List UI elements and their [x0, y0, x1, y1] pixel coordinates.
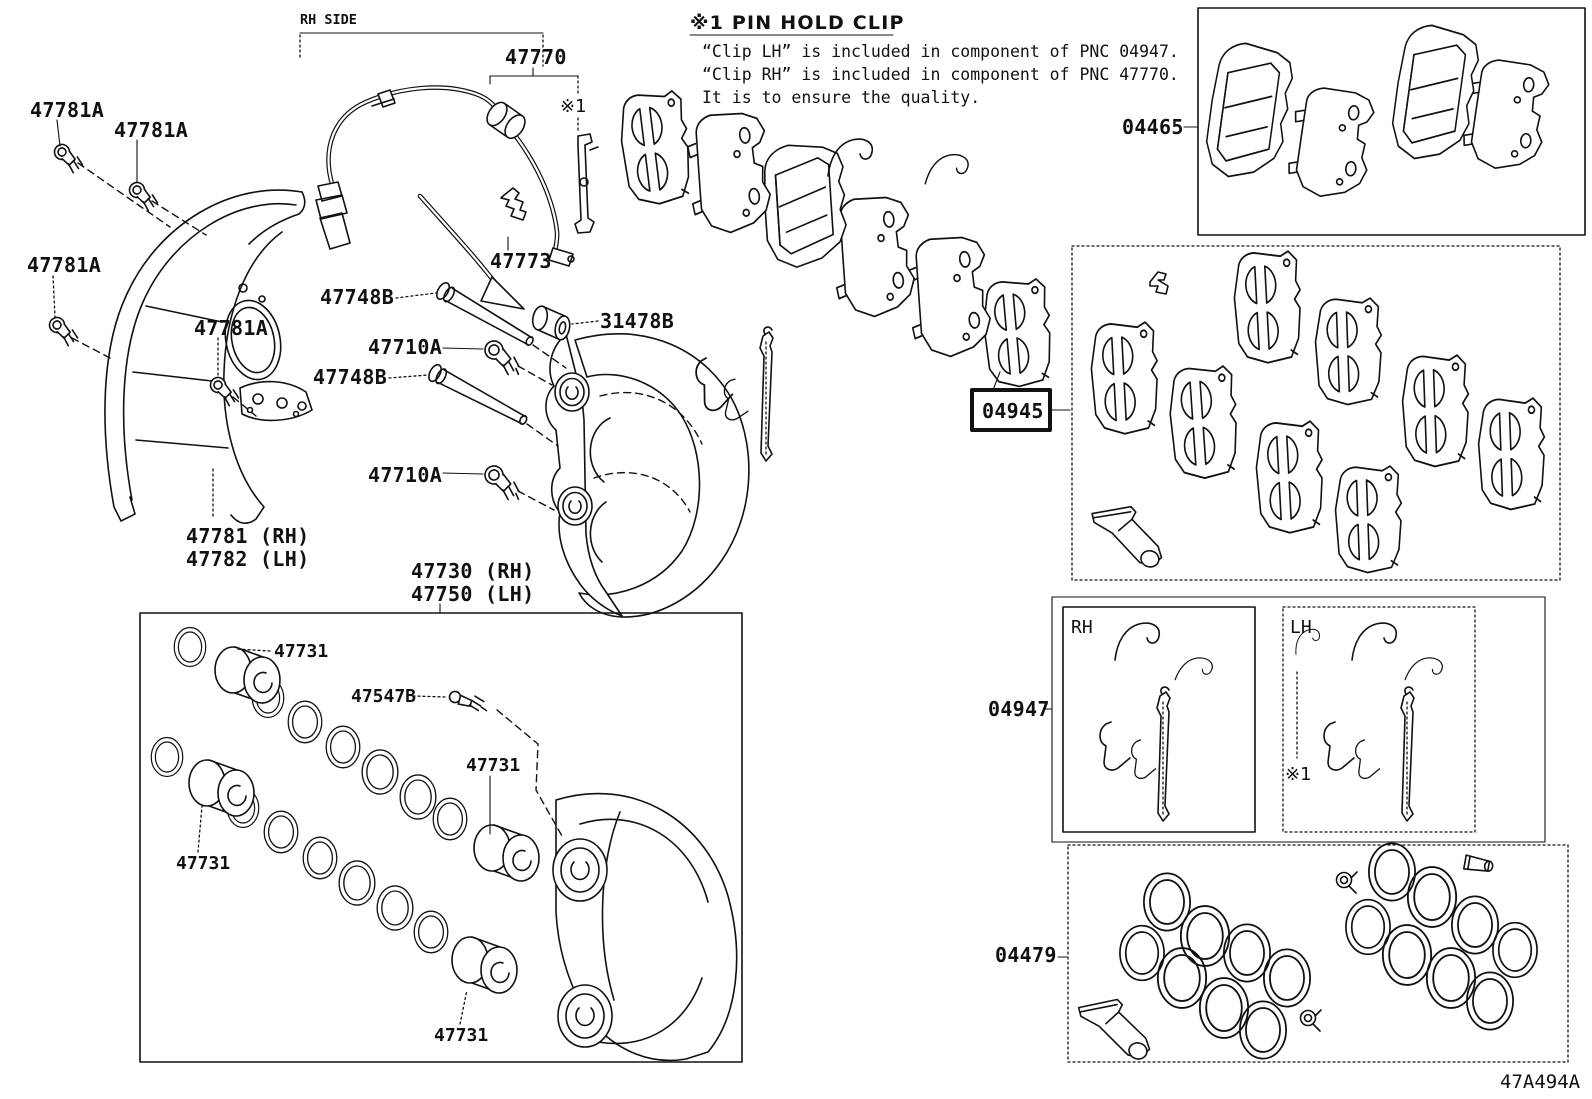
part-label-47547b[interactable]: 47547B [351, 686, 416, 707]
part-label-47748b-1[interactable]: 47748B [320, 285, 394, 309]
box-04947-rh [1062, 606, 1256, 833]
fitting-kit-lh-art [1291, 622, 1445, 822]
part-label-04945[interactable]: 04945 [982, 399, 1044, 423]
part-label-47750-lh[interactable]: 47750 (LH) [411, 582, 534, 606]
caliper-bolt-art-2 [442, 462, 555, 511]
box-label-lh: LH [1290, 617, 1312, 638]
leader-04945-pad [992, 371, 1001, 391]
box-04947-lh [1282, 606, 1476, 833]
box-04465 [1197, 7, 1586, 236]
part-label-47731-1[interactable]: 47731 [274, 641, 328, 662]
part-label-47730-rh[interactable]: 47730 (RH) [411, 559, 534, 583]
note-line-3: It is to ensure the quality. [702, 88, 980, 107]
brake-caliper-art [545, 333, 750, 618]
shield-bolt-art-1 [48, 119, 171, 228]
shim-kit-art [1082, 249, 1548, 575]
part-label-04479[interactable]: 04479 [995, 943, 1057, 967]
box-label-rh: RH [1071, 617, 1093, 638]
box-pistons [139, 612, 743, 1063]
pad-stack-art [615, 88, 1057, 390]
note-line-1: “Clip LH” is included in component of PN… [702, 42, 1179, 61]
part-label-04465[interactable]: 04465 [1122, 115, 1184, 139]
grease-tube-art [1082, 497, 1173, 571]
caliper-rear-art [552, 792, 738, 1062]
box-04947-outer [1051, 596, 1546, 843]
part-label-47731-3[interactable]: 47731 [176, 853, 230, 874]
note-block: ※1 PIN HOLD CLIP “Clip LH” is included i… [689, 12, 1179, 107]
part-label-47773[interactable]: 47773 [490, 249, 552, 273]
part-label-47782-lh[interactable]: 47782 (LH) [186, 547, 309, 571]
piston-art [150, 626, 540, 994]
part-label-47781a-4[interactable]: 47781A [194, 316, 268, 340]
rh-side-bracket [299, 32, 544, 67]
part-label-47710a-1[interactable]: 47710A [368, 335, 442, 359]
ref-mark-1-lh: ※1 [1285, 764, 1312, 785]
pads-04465-art [1202, 21, 1552, 202]
hose-clip-art [500, 187, 527, 251]
bleeder-art [412, 690, 563, 837]
diagram-code: 47A494A [1500, 1071, 1581, 1093]
part-label-47748b-2[interactable]: 47748B [313, 365, 387, 389]
part-label-47781a-3[interactable]: 47781A [27, 253, 101, 277]
label-rh-side: RH SIDE [300, 12, 357, 28]
part-label-47731-2[interactable]: 47731 [466, 755, 520, 776]
caliper-bolt-art-1 [442, 337, 553, 386]
shield-bolt-art-3 [43, 275, 111, 359]
box-04479 [1067, 844, 1569, 1063]
abs-sensor-wire-art [315, 85, 575, 267]
guide-pin-art-2 [388, 361, 559, 447]
direction-arrow [417, 193, 525, 310]
retainer-pin-art [759, 326, 774, 462]
note-heading: ※1 PIN HOLD CLIP [690, 12, 905, 34]
wear-indicator-art [827, 138, 971, 191]
guide-pin-art-1 [395, 279, 567, 369]
part-label-04947[interactable]: 04947 [988, 697, 1050, 721]
bushing-art [528, 304, 599, 342]
label-47770-bracket [489, 67, 579, 134]
dust-shield-art [104, 189, 313, 524]
fitting-kit-rh-art [1099, 622, 1215, 822]
ref-mark-1: ※1 [560, 96, 587, 117]
part-label-31478b[interactable]: 31478B [600, 309, 674, 333]
box-04945-kit [1071, 245, 1561, 581]
seal-kit-art [1069, 842, 1538, 1062]
part-label-47781-rh[interactable]: 47781 (RH) [186, 524, 309, 548]
part-label-47781a-1[interactable]: 47781A [30, 98, 104, 122]
shield-bolt-art-2 [123, 139, 207, 236]
piston-leaders [197, 648, 491, 1025]
part-label-47770[interactable]: 47770 [505, 45, 567, 69]
pin-hold-clip-art [574, 133, 599, 234]
part-label-47781a-2[interactable]: 47781A [114, 118, 188, 142]
part-label-47710a-2[interactable]: 47710A [368, 463, 442, 487]
part-label-47731-4[interactable]: 47731 [434, 1025, 488, 1046]
note-line-2: “Clip RH” is included in component of PN… [702, 65, 1179, 84]
shield-bolt-art-4 [204, 337, 257, 417]
